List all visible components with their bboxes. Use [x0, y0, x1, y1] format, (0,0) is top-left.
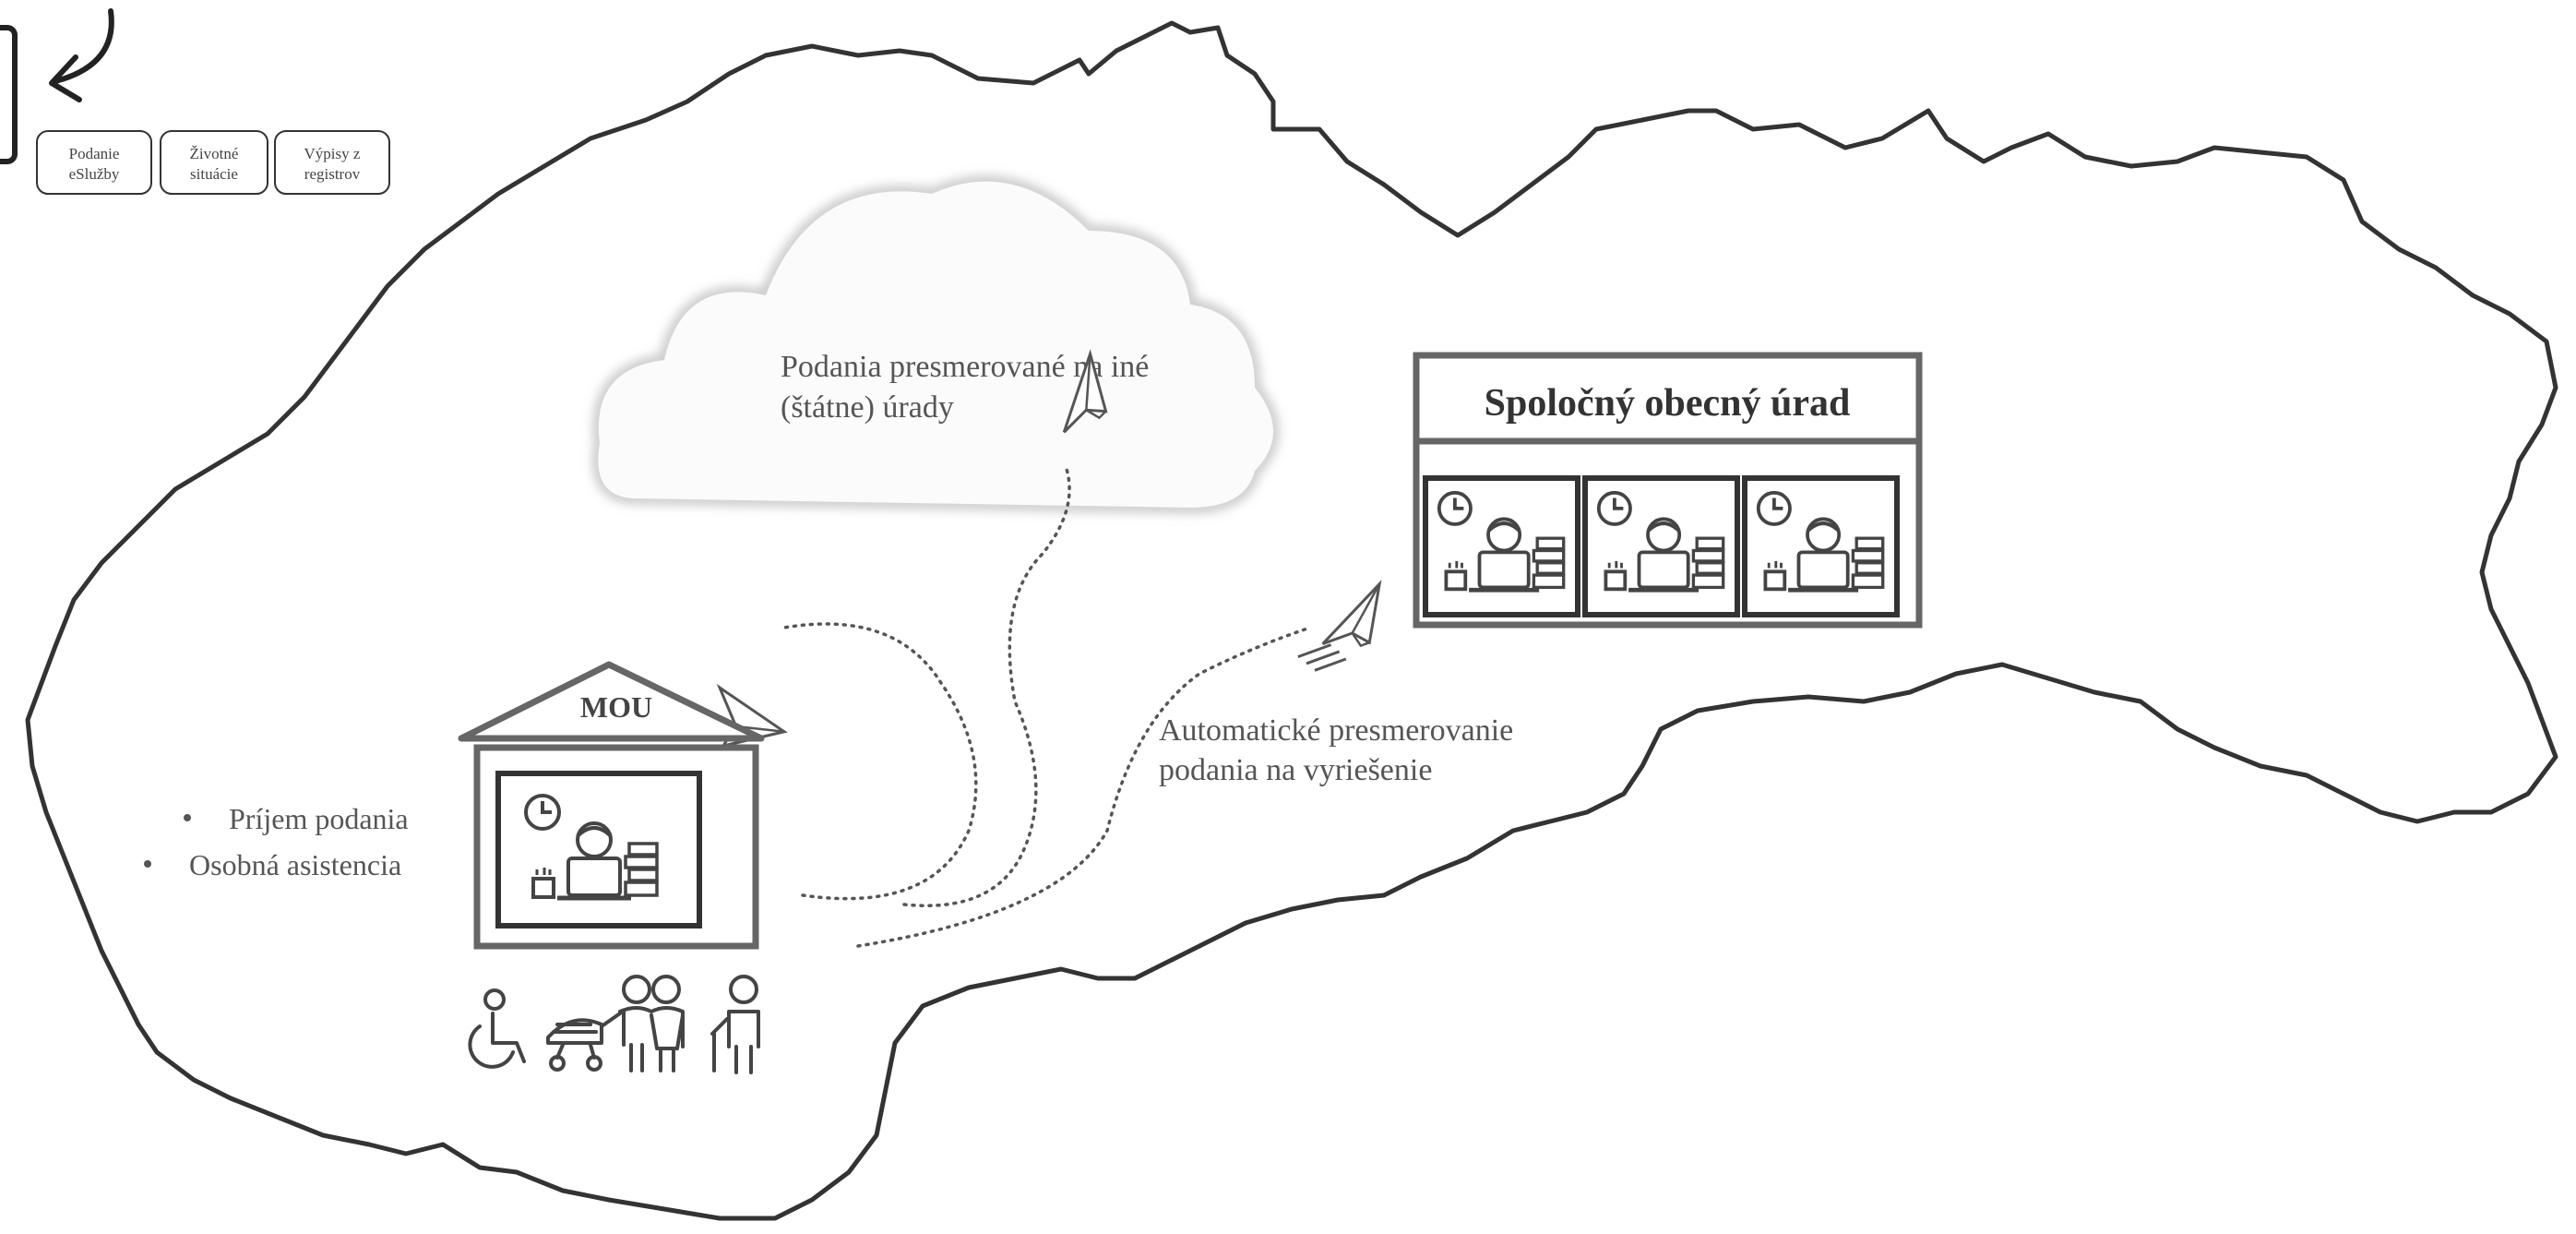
- top-button-life-situations[interactable]: Životné situácie: [160, 130, 268, 195]
- cloud-shape: [593, 176, 1278, 513]
- shared-municipal-office: Spoločný obecný úrad: [1413, 352, 1923, 629]
- mou-building: MOU: [458, 661, 765, 950]
- mou-label: MOU: [580, 690, 652, 724]
- mou-services-list: Príjem podania Osobná asistencia: [144, 802, 409, 881]
- button-label-line1: Životné: [190, 145, 239, 162]
- service-item: Príjem podania: [229, 802, 409, 835]
- elderly-person-icon: [710, 975, 760, 1074]
- button-label-line2: registrov: [304, 165, 361, 183]
- dotted-path-to-cloud: [902, 464, 1071, 907]
- baby-stroller-icon: [546, 1012, 622, 1072]
- dotted-path-to-mou-plane: [782, 622, 978, 901]
- button-label-line1: Podanie: [69, 145, 120, 162]
- cloud-text-line2: (štátne) úrady: [781, 390, 954, 425]
- dotted-path-to-office: [856, 626, 1312, 948]
- office-title: Spoločný obecný úrad: [1485, 382, 1851, 425]
- top-button-eservices[interactable]: Podanie eSlužby: [36, 130, 152, 195]
- paper-plane-icon: [1297, 582, 1399, 672]
- device-frame-edge: [0, 25, 18, 164]
- redirect-text-line1: Automatické presmerovanie: [1159, 713, 1513, 748]
- top-left-toolbar: [0, 8, 114, 164]
- service-item: Osobná asistencia: [189, 848, 401, 881]
- top-button-registry-extracts[interactable]: Výpisy z registrov: [274, 130, 390, 195]
- button-label-line1: Výpisy z: [304, 145, 361, 162]
- wheelchair-user-icon: [468, 988, 526, 1069]
- country-outline: [25, 20, 2558, 1221]
- redirect-text-line2: podania na vyriešenie: [1159, 753, 1432, 787]
- office-desk-2: [1582, 475, 1740, 617]
- bullet: [184, 814, 191, 821]
- button-label-line2: eSlužby: [69, 165, 120, 183]
- arrow-curved-back-icon[interactable]: [49, 8, 114, 102]
- office-desk-1: [1423, 475, 1580, 617]
- button-label-line2: situácie: [190, 165, 238, 183]
- office-desk-3: [1742, 475, 1900, 617]
- bullet: [144, 860, 151, 868]
- couple-icon: [618, 975, 685, 1072]
